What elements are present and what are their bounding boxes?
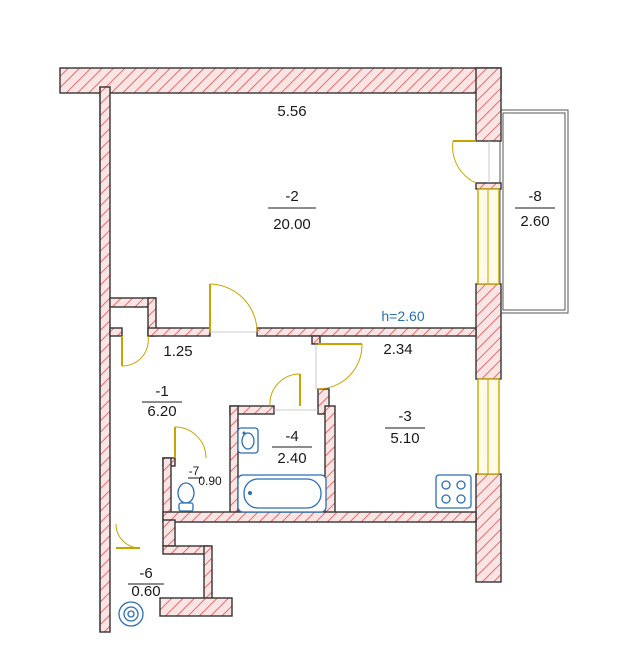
closet-top-wall <box>162 545 210 555</box>
room-4-label: -4 2.40 <box>272 428 312 467</box>
room-7-label: -7 0.90 <box>188 464 222 488</box>
dim-top-width: 5.56 <box>277 103 306 120</box>
svg-text:20.00: 20.00 <box>273 216 311 233</box>
dim-kitchen-width: 2.34 <box>383 341 412 358</box>
bathtub-icon <box>237 474 327 513</box>
left-wall <box>99 86 111 633</box>
closet-right-wall <box>203 545 213 603</box>
hall-top-wall-d <box>256 327 477 337</box>
kitchen-left-wall-top <box>311 335 321 345</box>
svg-text:5.10: 5.10 <box>390 430 419 447</box>
ceiling-height: h=2.60 <box>381 308 424 324</box>
svg-text:-4: -4 <box>285 428 298 445</box>
svg-text:0.60: 0.60 <box>131 583 160 600</box>
door-kitchen <box>317 343 363 390</box>
bath-left-wall <box>229 405 239 521</box>
right-wall-upper <box>475 67 502 142</box>
closet-bottom-wall <box>159 597 233 617</box>
svg-text:-3: -3 <box>398 408 411 425</box>
toilet-icon <box>177 482 195 512</box>
right-wall-lower <box>475 473 502 583</box>
right-wall-pillar <box>475 182 502 190</box>
bottom-wall <box>162 511 477 523</box>
svg-text:6.20: 6.20 <box>147 403 176 420</box>
svg-text:-1: -1 <box>155 383 168 400</box>
room-6-label: -6 0.60 <box>128 565 164 600</box>
dim-hall-width: 1.25 <box>163 343 192 360</box>
hall-top-wall-a <box>109 327 123 337</box>
room-1-label: -1 6.20 <box>142 383 182 420</box>
wc-bottom-wall <box>162 519 176 547</box>
door-entrance <box>121 335 149 367</box>
svg-text:-6: -6 <box>139 565 152 582</box>
stove-icon <box>435 474 472 509</box>
svg-text:-7: -7 <box>189 464 200 478</box>
wc-left-wall <box>162 457 172 521</box>
room-3-label: -3 5.10 <box>385 408 425 447</box>
right-wall-mid <box>475 283 502 380</box>
door-wc <box>174 426 207 459</box>
door-balcony <box>452 140 477 184</box>
door-room-2 <box>209 283 258 333</box>
svg-text:0.90: 0.90 <box>198 474 222 488</box>
hall-top-wall-c <box>147 327 211 337</box>
sink-icon <box>237 427 259 454</box>
svg-text:2.40: 2.40 <box>277 450 306 467</box>
svg-text:-2: -2 <box>285 188 298 205</box>
boiler-icon <box>118 601 144 627</box>
svg-text:2.60: 2.60 <box>520 213 549 230</box>
room-2-label: -2 20.00 <box>268 188 316 233</box>
door-closet <box>115 523 141 549</box>
svg-text:-8: -8 <box>528 188 541 205</box>
room-8-label: -8 2.60 <box>515 188 555 230</box>
balcony <box>499 109 569 314</box>
top-wall <box>59 67 502 94</box>
door-bath <box>269 373 301 407</box>
balcony-inner <box>502 112 566 311</box>
